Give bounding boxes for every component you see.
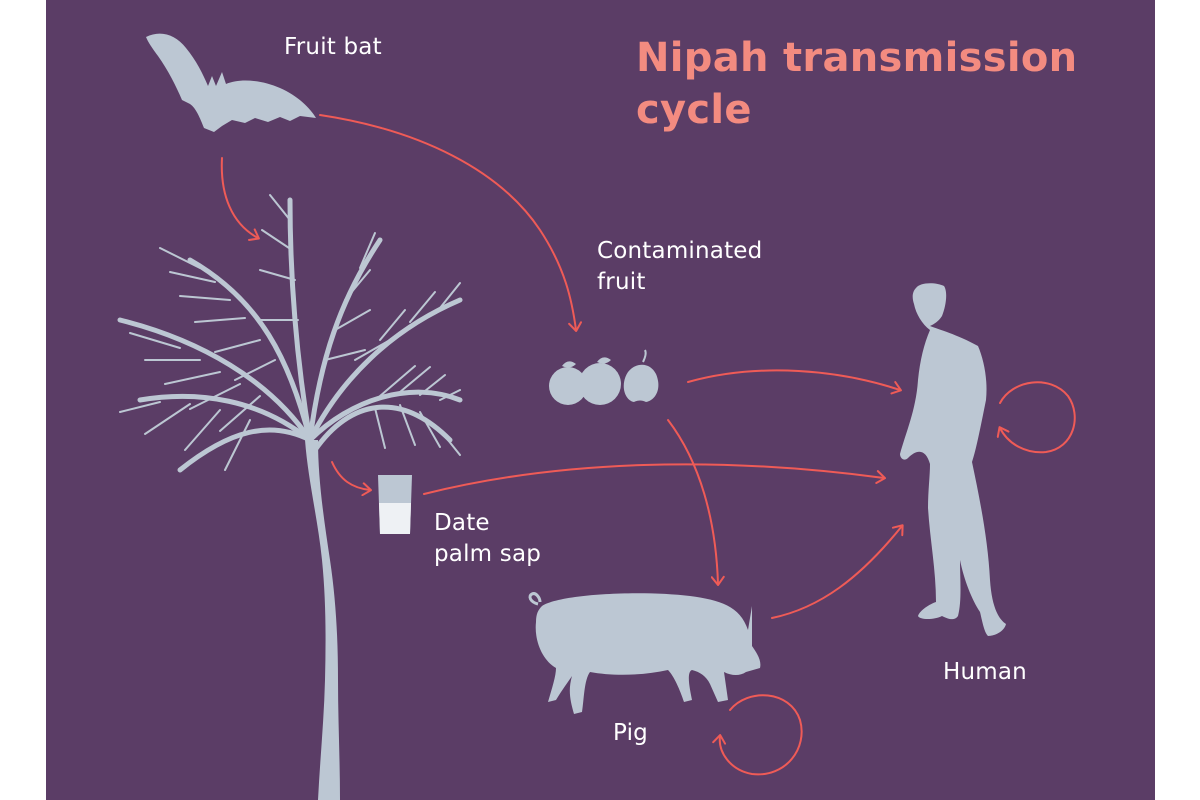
arrow-palm-to-sap: [331, 461, 372, 497]
contaminated-fruit-label: Contaminated fruit: [597, 236, 762, 298]
arrow-human-self-loop: [996, 381, 1076, 454]
title-line-1: Nipah transmission: [636, 35, 1078, 81]
arrow-sap-to-human: [423, 463, 886, 495]
fruit-bat-label: Fruit bat: [284, 34, 382, 60]
bat-silhouette-icon: [146, 33, 316, 132]
date-palm-tree-icon: [117, 194, 463, 800]
human-silhouette-icon: [900, 283, 1006, 636]
date-palm-sap-label: Date palm sap: [434, 508, 541, 570]
date-palm-sap-label-line-2: palm sap: [434, 541, 542, 567]
date-palm-sap-label-line-1: Date: [434, 510, 490, 536]
arrow-bat-to-fruit: [319, 114, 583, 332]
glass-of-sap-icon: [378, 475, 412, 534]
pig-silhouette-icon: [528, 592, 761, 714]
contaminated-fruit-label-line-2: fruit: [597, 269, 646, 295]
transmission-arrows: [220, 114, 1076, 776]
arrow-pig-to-human: [771, 524, 904, 619]
arrow-bat-to-palm: [220, 157, 260, 241]
diagram-title: Nipah transmission cycle: [636, 32, 1077, 136]
arrow-fruit-to-human: [687, 369, 902, 395]
arrow-pig-self-loop: [712, 694, 803, 776]
arrow-fruit-to-pig: [667, 419, 725, 586]
title-line-2: cycle: [636, 87, 752, 133]
human-label: Human: [943, 659, 1027, 685]
fruit-icon: [549, 349, 659, 405]
pig-label: Pig: [613, 720, 648, 746]
contaminated-fruit-label-line-1: Contaminated: [597, 238, 763, 264]
